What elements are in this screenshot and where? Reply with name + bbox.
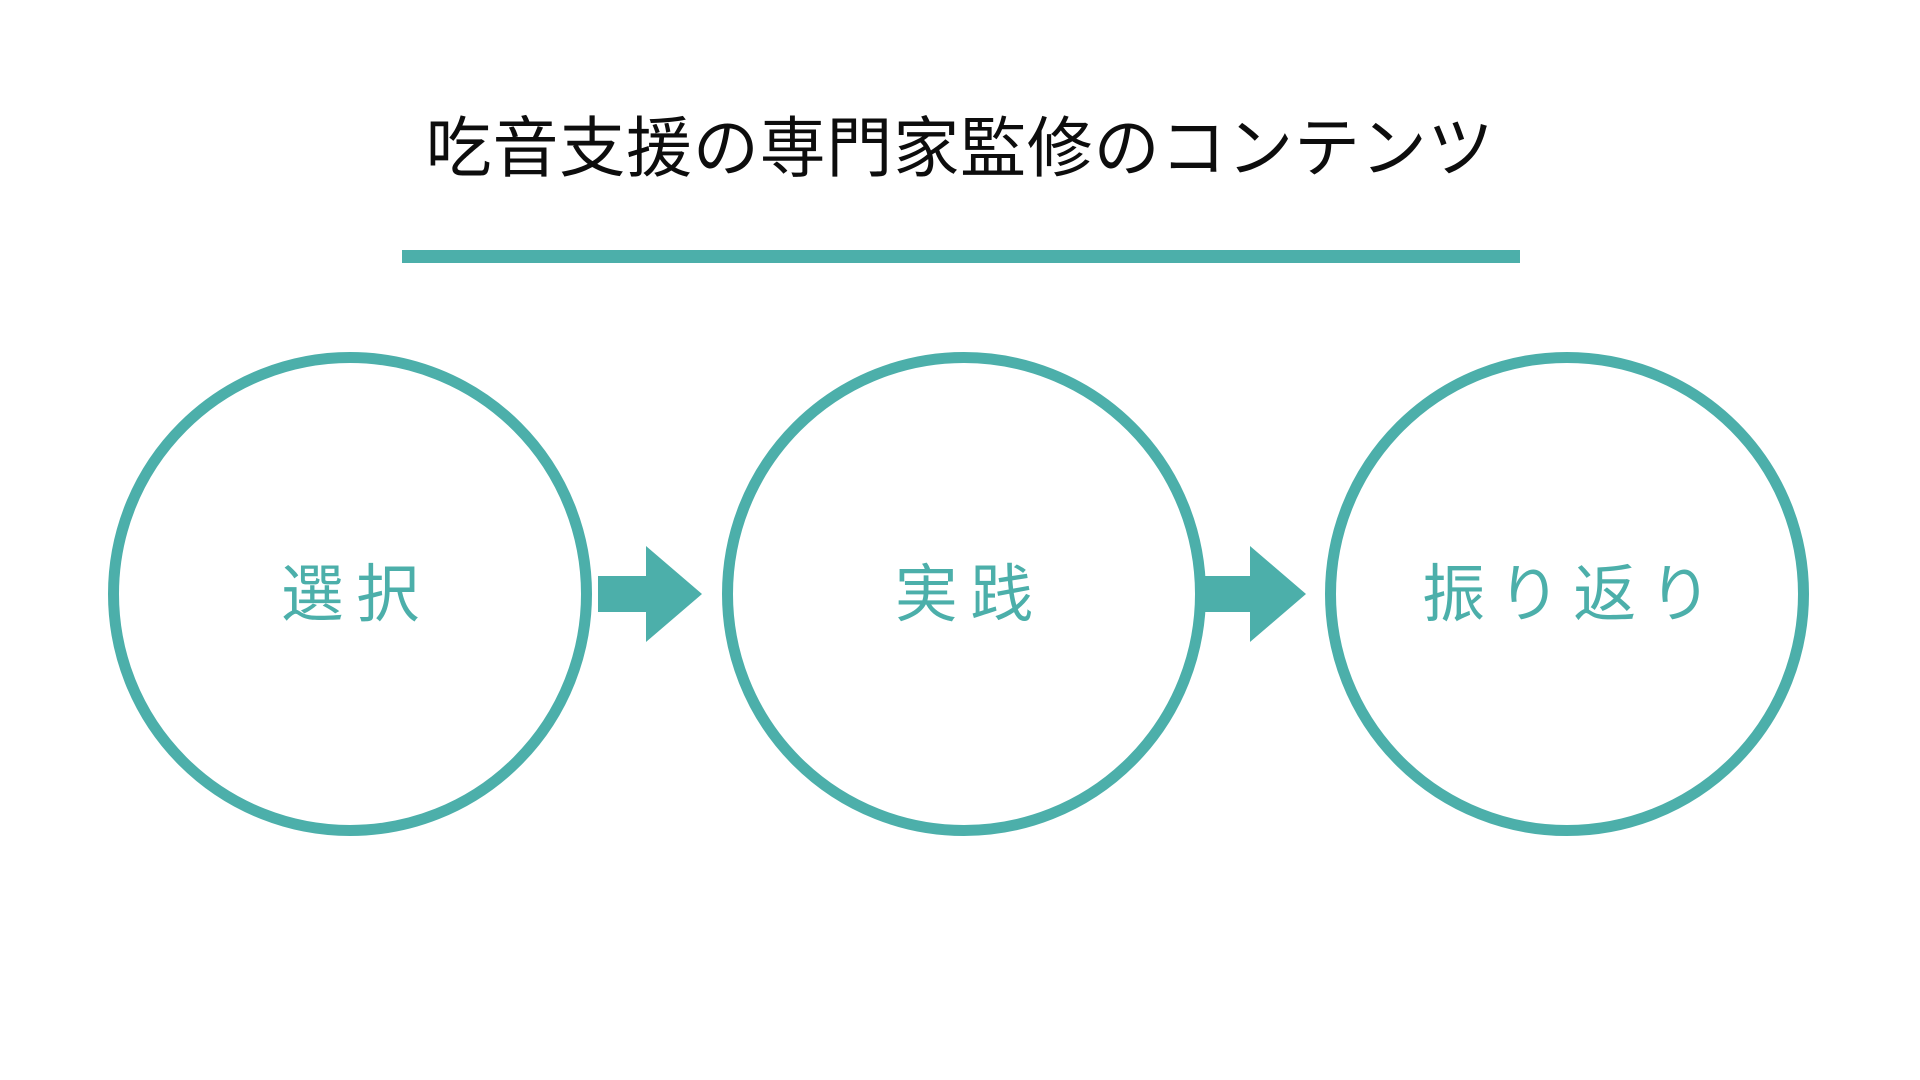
title-block: 吃音支援の専門家監修のコンテンツ bbox=[0, 110, 1920, 263]
title-underline-bar bbox=[402, 250, 1520, 263]
arrow-right-icon bbox=[1202, 542, 1306, 646]
process-step-circle-2[interactable]: 実践 bbox=[722, 352, 1206, 836]
process-flow-diagram: 選択 実践 振り返り bbox=[0, 352, 1920, 842]
page-title: 吃音支援の専門家監修のコンテンツ bbox=[425, 110, 1495, 187]
process-step-label-1: 選択 bbox=[280, 557, 432, 631]
process-step-circle-1[interactable]: 選択 bbox=[108, 352, 592, 836]
process-step-circle-3[interactable]: 振り返り bbox=[1325, 352, 1809, 836]
process-step-label-2: 実践 bbox=[894, 557, 1046, 631]
arrow-right-icon bbox=[598, 542, 702, 646]
process-step-label-3: 振り返り bbox=[1422, 557, 1725, 631]
